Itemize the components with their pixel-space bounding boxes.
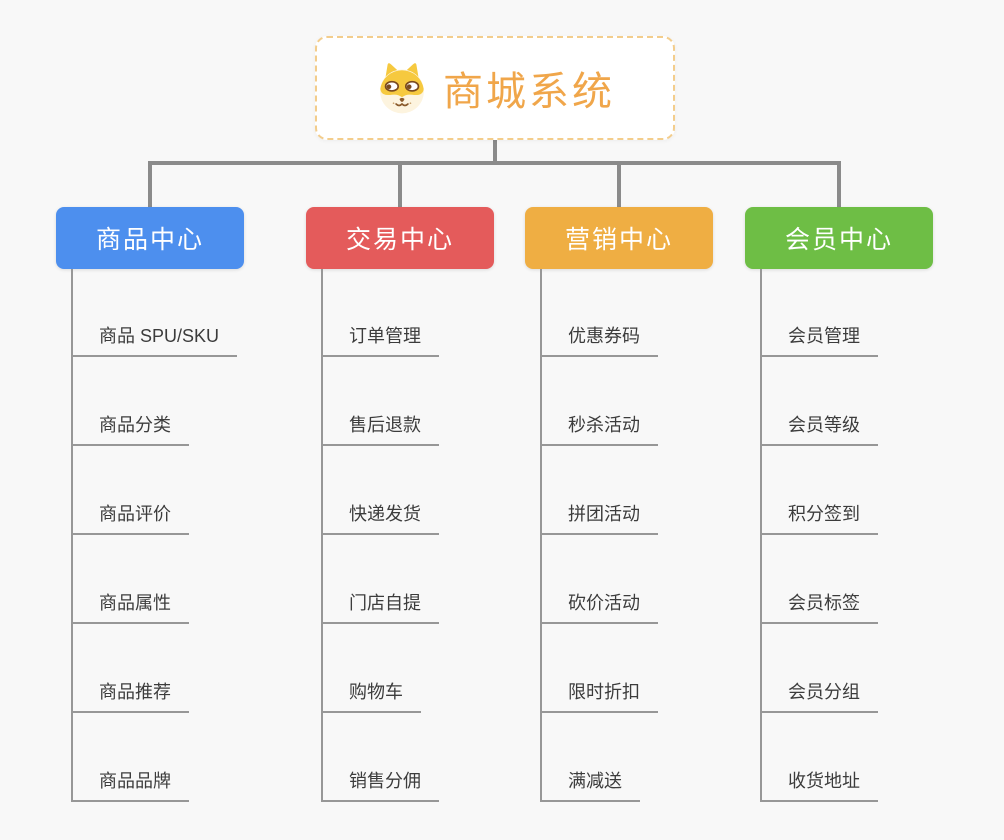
leaf-node[interactable]: 会员等级 — [760, 408, 878, 446]
leaf-label: 会员等级 — [788, 415, 860, 435]
leaf-label: 商品评价 — [99, 504, 171, 524]
leaf-node[interactable]: 满减送 — [540, 764, 640, 802]
connector-branch-drop — [617, 165, 621, 209]
leaf-label: 商品分类 — [99, 415, 171, 435]
leaf-label: 商品 SPU/SKU — [99, 326, 220, 346]
branch-label: 交易中心 — [345, 226, 454, 254]
leaf-node[interactable]: 商品 SPU/SKU — [71, 319, 238, 357]
leaf-label: 会员分组 — [788, 682, 860, 702]
leaf-label: 砍价活动 — [568, 593, 640, 613]
leaf-node[interactable]: 积分签到 — [760, 497, 878, 535]
connector-branch-drop — [398, 165, 402, 209]
leaf-label: 收货地址 — [788, 771, 860, 791]
leaf-label: 拼团活动 — [568, 504, 640, 524]
branch-node[interactable]: 商品中心 — [56, 207, 244, 269]
leaf-label: 限时折扣 — [568, 682, 640, 702]
leaf-label: 满减送 — [568, 771, 622, 791]
leaf-label: 优惠券码 — [568, 326, 640, 346]
connector-bus-line — [148, 161, 841, 165]
leaf-node[interactable]: 秒杀活动 — [540, 408, 658, 446]
leaf-node[interactable]: 拼团活动 — [540, 497, 658, 535]
leaf-node[interactable]: 门店自提 — [321, 586, 439, 624]
root-title: 商城系统 — [443, 70, 615, 114]
leaf-label: 会员管理 — [788, 326, 860, 346]
leaf-node[interactable]: 会员标签 — [760, 586, 878, 624]
leaf-node[interactable]: 商品推荐 — [71, 675, 189, 713]
leaf-node[interactable]: 销售分佣 — [321, 764, 439, 802]
leaf-node[interactable]: 优惠券码 — [540, 319, 658, 357]
leaf-node[interactable]: 砍价活动 — [540, 586, 658, 624]
leaf-label: 商品推荐 — [99, 682, 171, 702]
leaf-label: 会员标签 — [788, 593, 860, 613]
leaf-node[interactable]: 会员管理 — [760, 319, 878, 357]
leaf-label: 售后退款 — [349, 415, 421, 435]
leaf-label: 快递发货 — [349, 504, 421, 524]
leaf-node[interactable]: 商品品牌 — [71, 764, 189, 802]
leaf-label: 商品品牌 — [99, 771, 171, 791]
leaf-label: 购物车 — [349, 682, 403, 702]
connector-branch-drop — [837, 165, 841, 209]
leaf-label: 秒杀活动 — [568, 415, 640, 435]
branch-label: 营销中心 — [564, 226, 673, 254]
leaf-node[interactable]: 限时折扣 — [540, 675, 658, 713]
leaf-node[interactable]: 商品评价 — [71, 497, 189, 535]
branch-label: 商品中心 — [95, 226, 204, 254]
leaf-node[interactable]: 商品分类 — [71, 408, 189, 446]
leaf-node[interactable]: 订单管理 — [321, 319, 439, 357]
leaf-label: 门店自提 — [349, 593, 421, 613]
branch-node[interactable]: 会员中心 — [745, 207, 933, 269]
leaf-node[interactable]: 会员分组 — [760, 675, 878, 713]
leaf-node[interactable]: 商品属性 — [71, 586, 189, 624]
branch-node[interactable]: 交易中心 — [306, 207, 494, 269]
leaf-node[interactable]: 购物车 — [321, 675, 421, 713]
leaf-label: 订单管理 — [349, 326, 421, 346]
connector-root-drop — [493, 139, 497, 162]
leaf-label: 积分签到 — [788, 504, 860, 524]
leaf-node[interactable]: 快递发货 — [321, 497, 439, 535]
branch-node[interactable]: 营销中心 — [525, 207, 713, 269]
leaf-label: 商品属性 — [99, 593, 171, 613]
branch-label: 会员中心 — [784, 226, 893, 254]
leaf-label: 销售分佣 — [349, 771, 421, 791]
root-node[interactable]: 商城系统 — [315, 36, 675, 140]
leaf-node[interactable]: 收货地址 — [760, 764, 878, 802]
dog-face-icon — [375, 61, 429, 115]
connector-branch-drop — [148, 165, 152, 209]
leaf-node[interactable]: 售后退款 — [321, 408, 439, 446]
